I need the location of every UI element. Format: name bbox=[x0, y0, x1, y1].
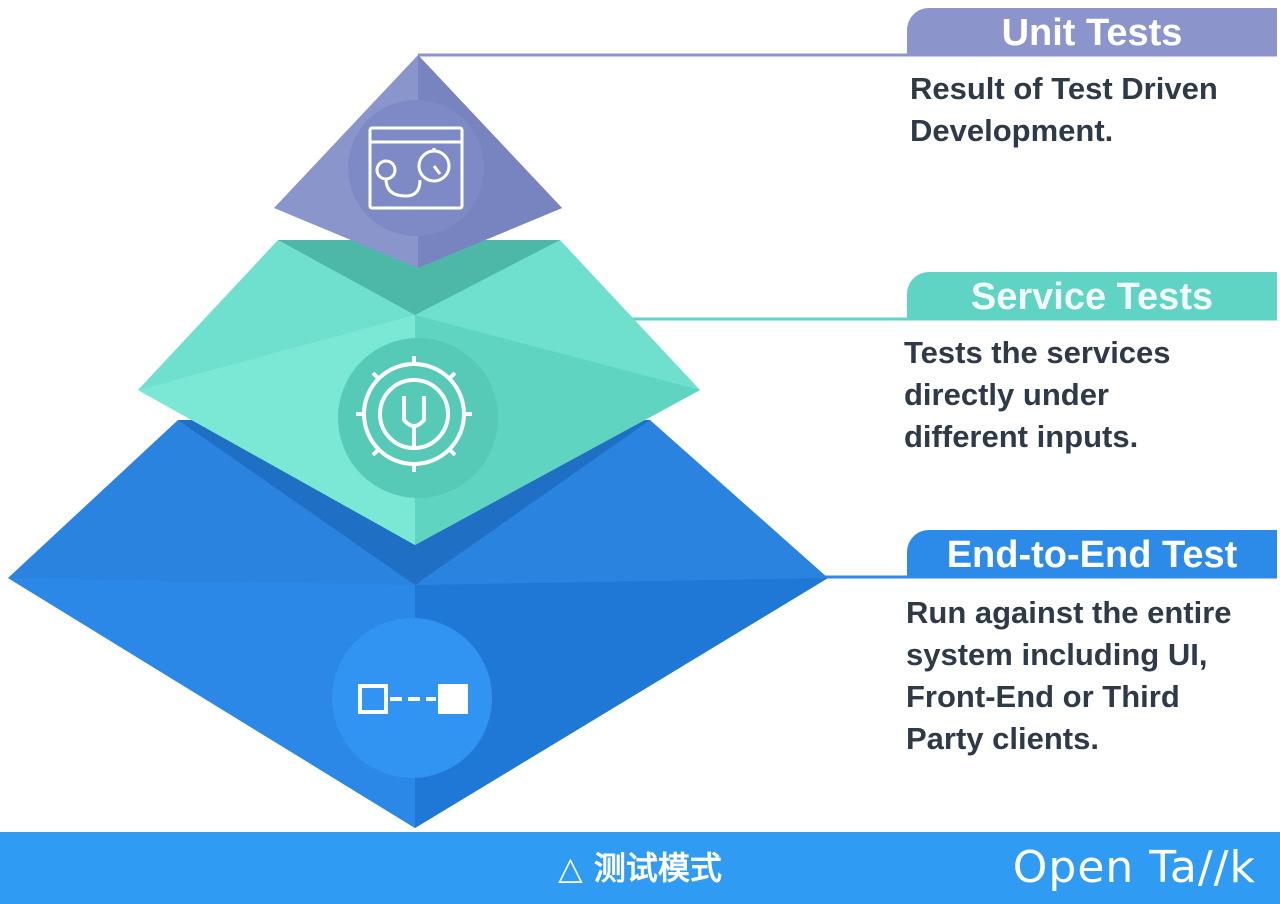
footer-bar: △ 测试模式 Open Ta//k bbox=[0, 832, 1280, 904]
tab-service-tests: Service Tests bbox=[907, 272, 1277, 320]
footer-caption: △ 测试模式 bbox=[558, 849, 722, 887]
connected-nodes-icon bbox=[358, 684, 468, 714]
description-end-to-end-test: Run against the entire system including … bbox=[906, 595, 1232, 756]
description-unit-tests: Result of Test Driven Development. bbox=[910, 71, 1218, 148]
test-pyramid-diagram bbox=[8, 53, 1277, 828]
gear-wrench-icon bbox=[356, 356, 472, 472]
description-service-tests: Tests the services directly under differ… bbox=[904, 335, 1171, 454]
tab-unit-tests: Unit Tests bbox=[907, 8, 1277, 56]
stopwatch-browser-icon bbox=[368, 126, 464, 210]
pyramid-tier-unit bbox=[274, 55, 562, 268]
brand-logo-text: Open Ta//k bbox=[1012, 842, 1256, 893]
tab-end-to-end-test: End-to-End Test bbox=[907, 530, 1277, 578]
